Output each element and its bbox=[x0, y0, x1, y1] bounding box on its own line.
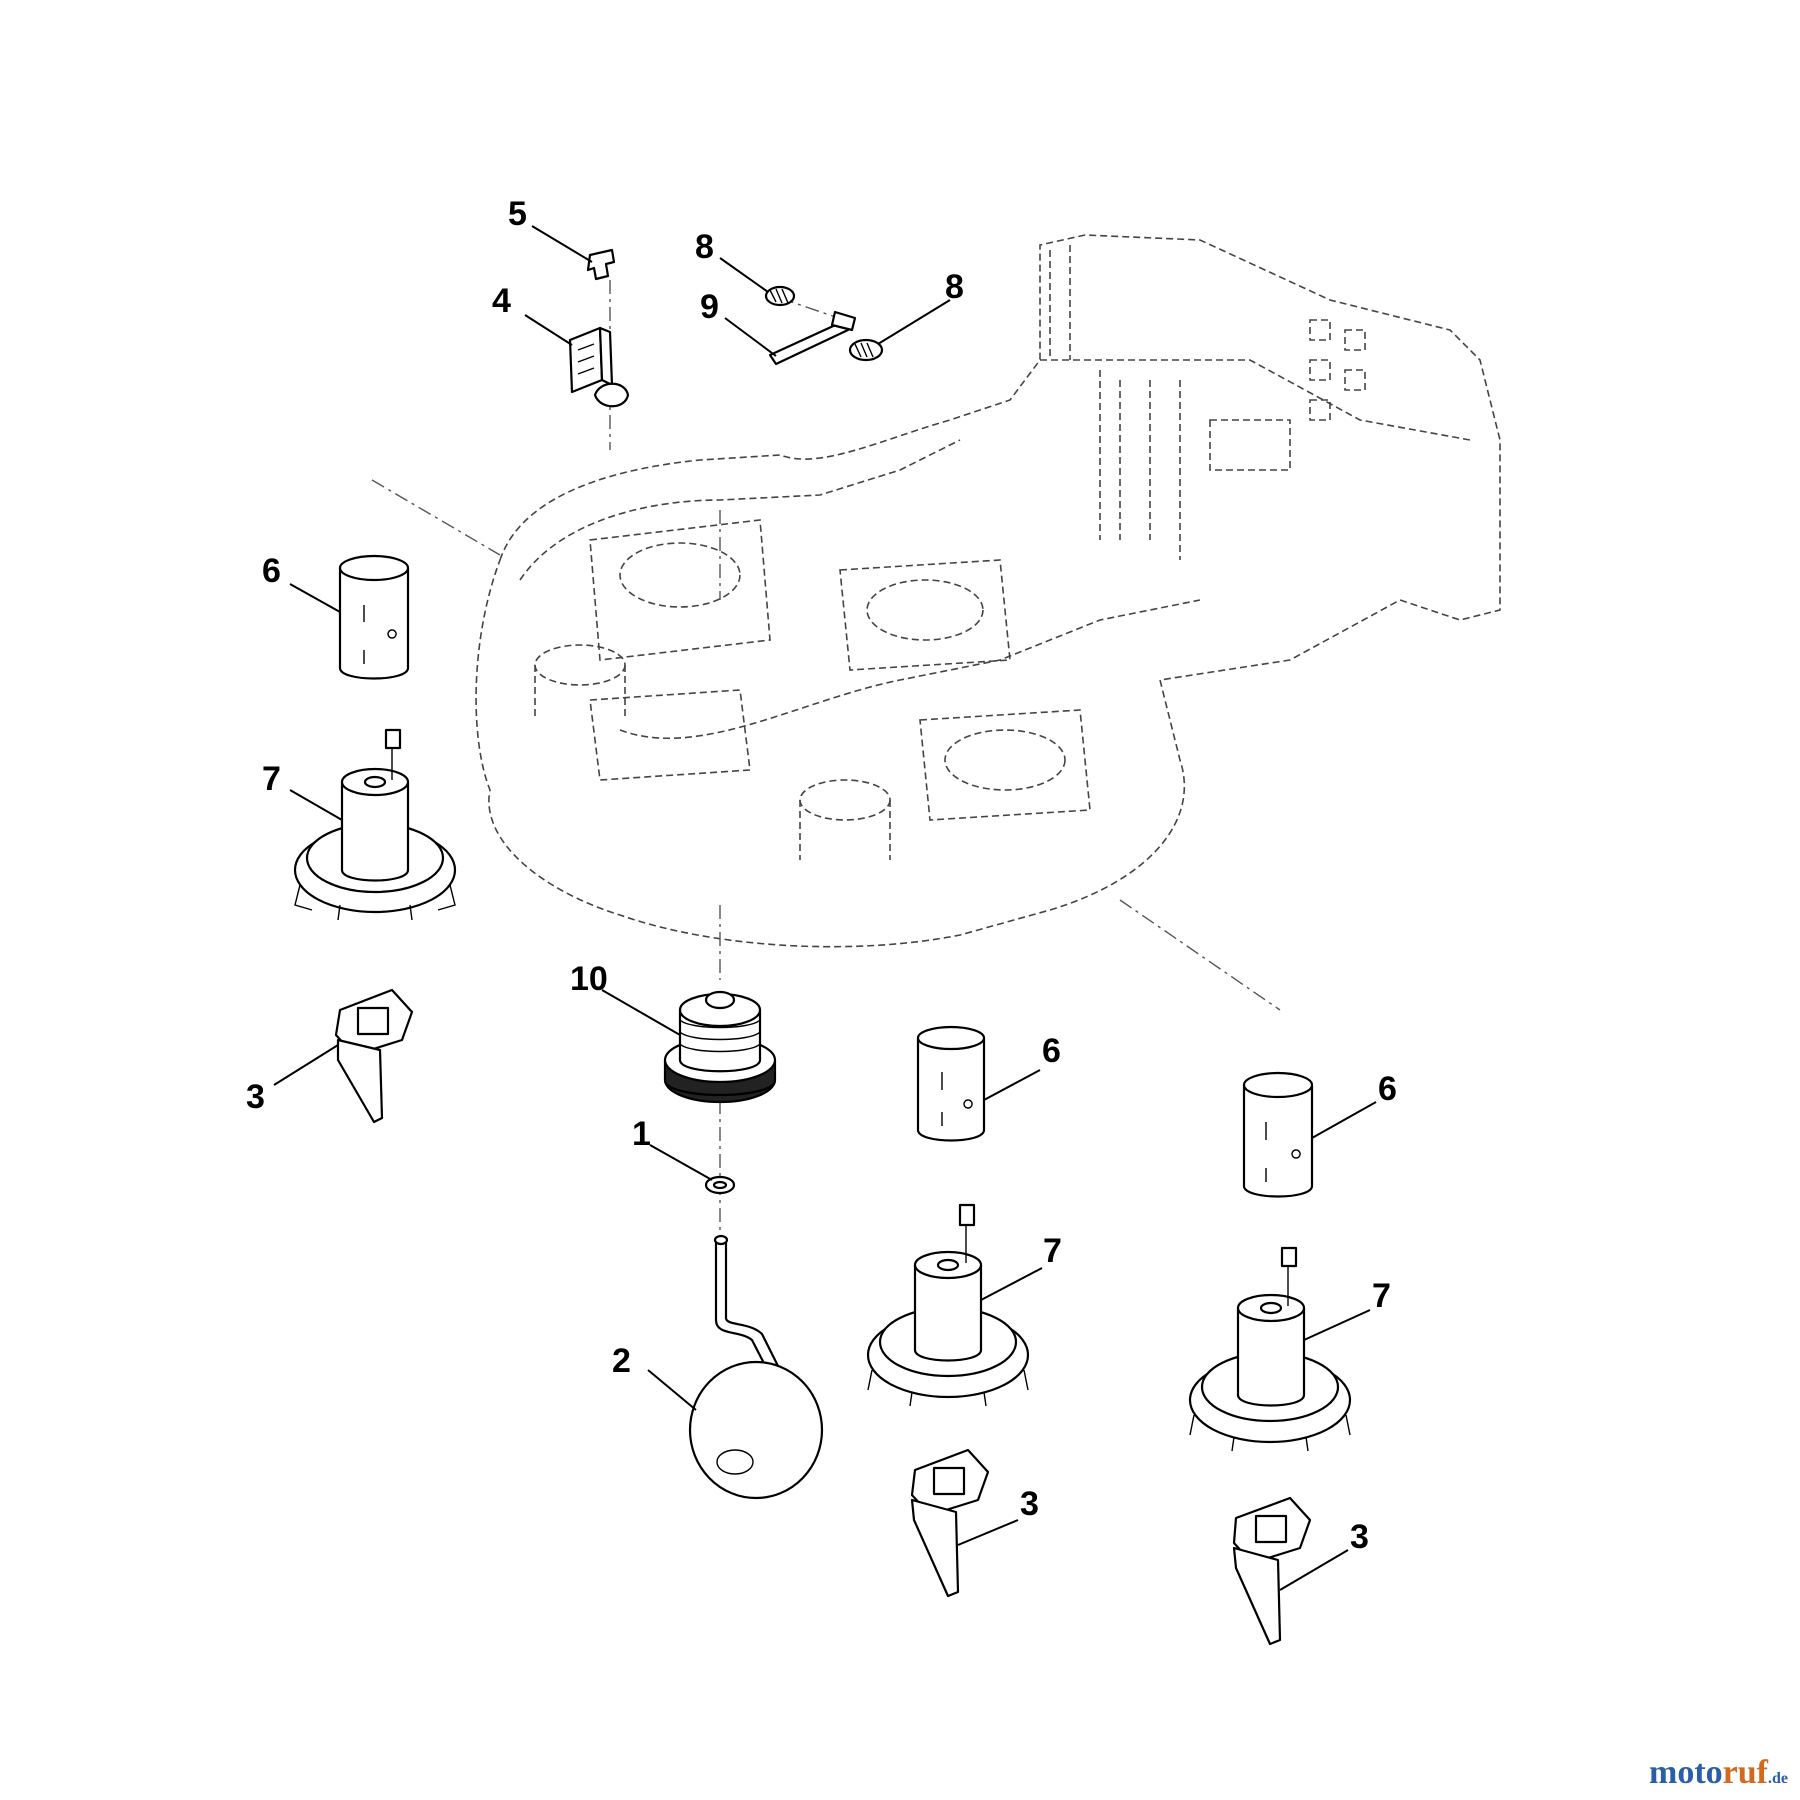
part-3-blade-holder-right bbox=[1232, 1496, 1312, 1646]
callout-6-left: 6 bbox=[262, 552, 281, 590]
callout-6-right: 6 bbox=[1378, 1070, 1397, 1108]
watermark-part-3: .de bbox=[1768, 1770, 1788, 1787]
callout-1: 1 bbox=[632, 1115, 651, 1153]
part-2-adjust-knob bbox=[688, 1234, 824, 1500]
part-4-bracket bbox=[568, 326, 630, 408]
part-6-sleeve-left bbox=[338, 554, 410, 680]
site-watermark-logo: motoruf.de bbox=[1649, 1754, 1788, 1792]
callout-9: 9 bbox=[700, 288, 719, 326]
watermark-part-2: ruf bbox=[1722, 1754, 1768, 1791]
part-6-sleeve-middle bbox=[916, 1025, 986, 1142]
part-6-sleeve-right bbox=[1242, 1071, 1314, 1198]
part-9-lever bbox=[768, 310, 857, 366]
part-5-clip bbox=[586, 248, 616, 281]
part-8-spring-a bbox=[764, 285, 796, 307]
callout-5: 5 bbox=[508, 195, 527, 233]
assembly-axes bbox=[371, 280, 1281, 1230]
callout-4: 4 bbox=[492, 282, 511, 320]
callout-8-right: 8 bbox=[945, 268, 964, 306]
watermark-part-1: moto bbox=[1649, 1754, 1723, 1791]
mower-deck-outline bbox=[475, 234, 1501, 948]
callout-3-middle: 3 bbox=[1020, 1485, 1039, 1523]
part-3-blade-holder-middle bbox=[910, 1448, 990, 1598]
callout-labels: 5 4 8 9 8 6 7 3 10 1 2 6 7 3 6 7 3 bbox=[246, 195, 1397, 1556]
leader-lines bbox=[273, 225, 1377, 1591]
part-1-washer bbox=[704, 1175, 736, 1195]
callout-7-middle: 7 bbox=[1043, 1232, 1062, 1270]
part-3-blade-holder-left bbox=[334, 988, 414, 1124]
callout-3-right: 3 bbox=[1350, 1518, 1369, 1556]
callout-7-left: 7 bbox=[262, 760, 281, 798]
part-7-motor-left bbox=[293, 728, 457, 921]
callout-6-middle: 6 bbox=[1042, 1032, 1061, 1070]
callout-10: 10 bbox=[570, 960, 608, 998]
callout-8-upper: 8 bbox=[695, 228, 714, 266]
callout-2: 2 bbox=[612, 1342, 631, 1380]
callout-3-left: 3 bbox=[246, 1078, 265, 1116]
part-7-motor-middle bbox=[866, 1203, 1030, 1407]
part-8-spring-b bbox=[848, 338, 884, 362]
part-10-drum bbox=[663, 990, 777, 1104]
part-7-motor-right bbox=[1188, 1246, 1352, 1452]
callout-7-right: 7 bbox=[1372, 1277, 1391, 1315]
